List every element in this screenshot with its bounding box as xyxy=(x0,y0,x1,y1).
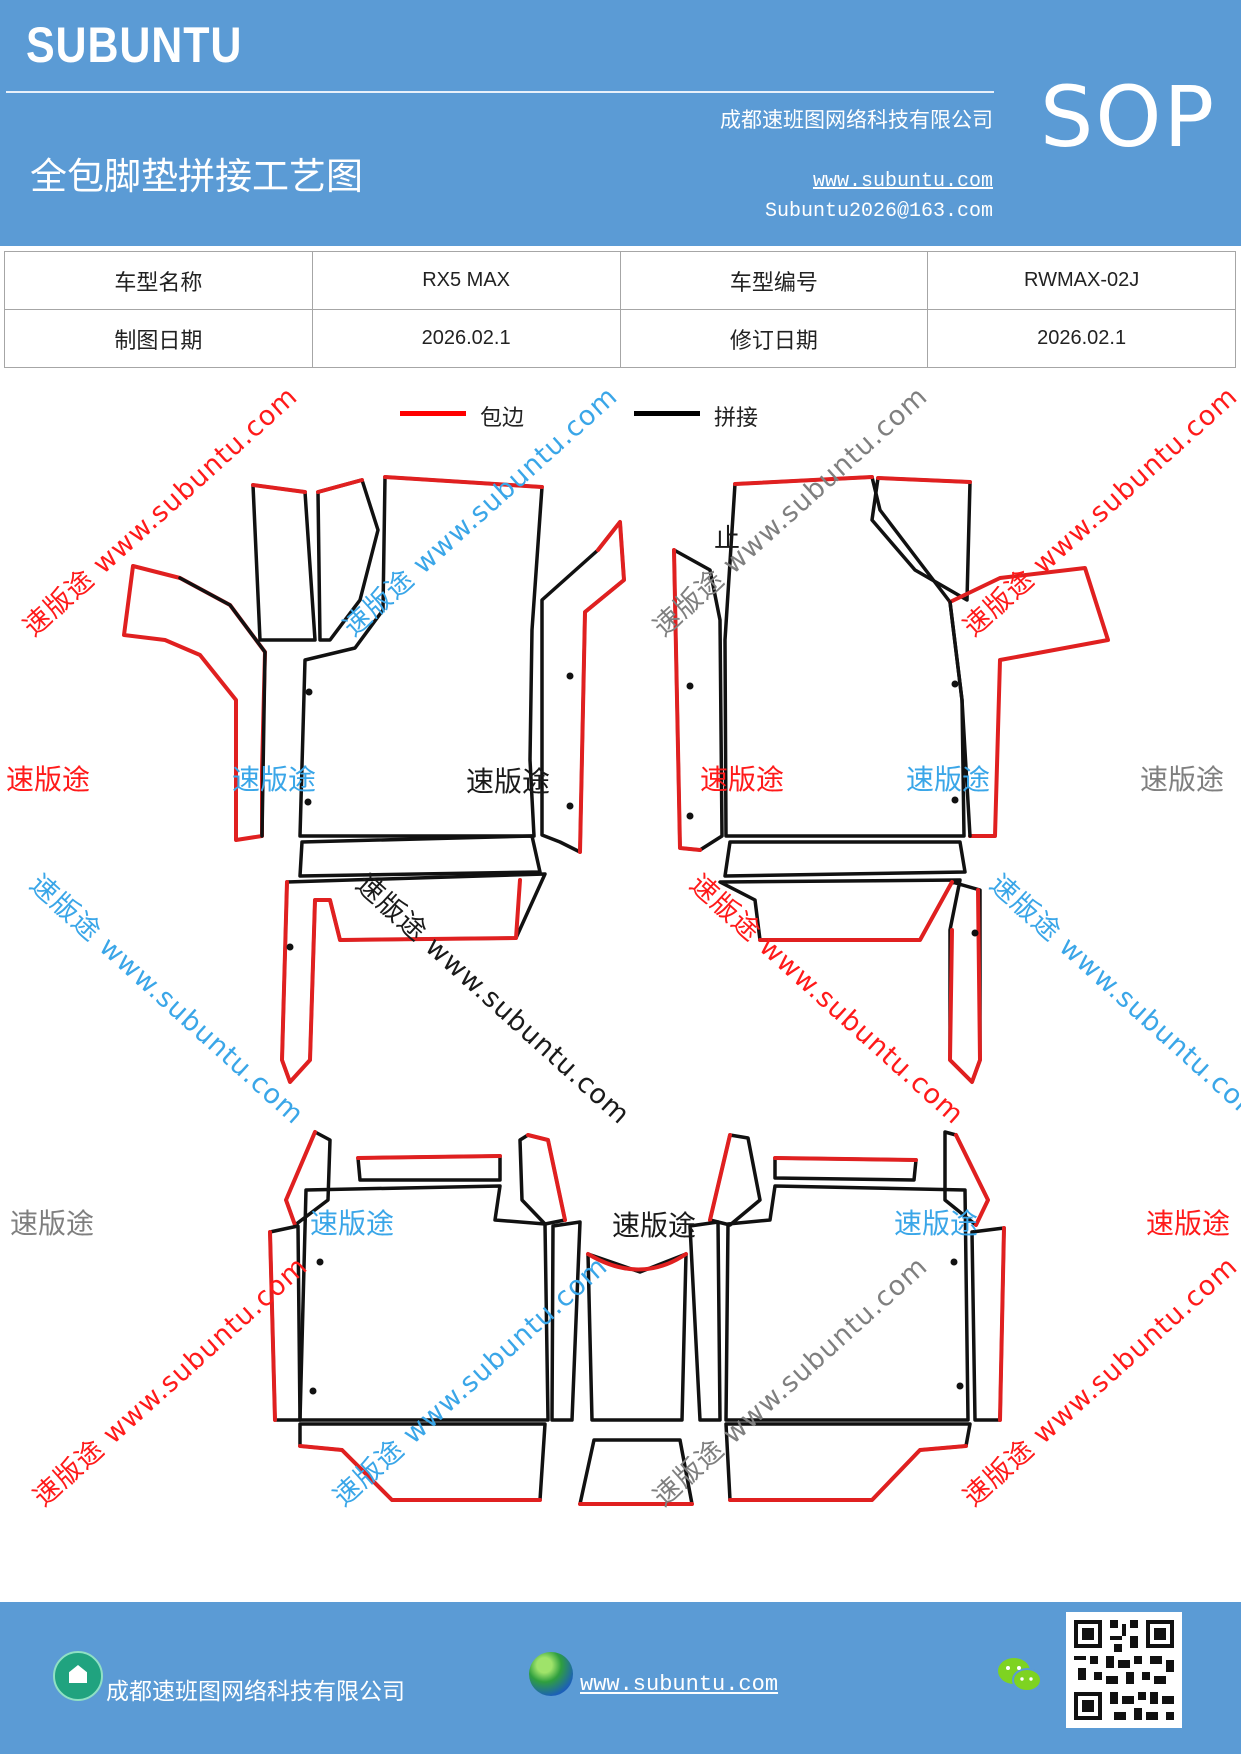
model-code-label: 车型编号 xyxy=(619,251,929,310)
header-company-name: 成都速班图网络科技有限公司 xyxy=(720,108,993,132)
legend-join-swatch xyxy=(634,411,700,416)
model-code-value: RWMAX-02J xyxy=(927,251,1236,310)
legend-edge-swatch xyxy=(400,411,466,416)
brand-logo: SUBUNTU xyxy=(26,17,243,73)
watermark-text: 速版途 xyxy=(6,763,91,796)
center-hump-mat xyxy=(578,1252,694,1506)
rear-right-mat xyxy=(688,1130,1006,1502)
plan-annotation: 止 xyxy=(714,524,741,554)
revision-date-value: 2026.02.1 xyxy=(927,309,1236,368)
header-email: Subuntu2026@163.com xyxy=(764,200,993,223)
header-banner: SUBUNTU SOP 全包脚垫拼接工艺图 成都速班图网络科技有限公司 www.… xyxy=(0,0,1241,246)
model-info-table: 车型名称 RX5 MAX 车型编号 RWMAX-02J 制图日期 2026.02… xyxy=(4,251,1236,368)
driver-front-mat xyxy=(122,475,626,1084)
footer-website-link[interactable]: www.subuntu.com xyxy=(580,1672,779,1697)
table-row: 制图日期 2026.02.1 修订日期 2026.02.1 xyxy=(4,309,1236,368)
rear-left-mat xyxy=(268,1130,582,1502)
home-icon xyxy=(53,1651,103,1701)
header-divider xyxy=(6,91,994,93)
header-website-link[interactable]: www.subuntu.com xyxy=(812,170,993,193)
globe-icon xyxy=(529,1652,573,1696)
legend-edge-label: 包边 xyxy=(480,406,525,431)
watermark-text: 速版途 xyxy=(1140,763,1225,796)
passenger-front-mat xyxy=(672,475,1110,1084)
watermark-text: 速版途 xyxy=(612,1209,697,1242)
sop-badge: SOP xyxy=(1040,68,1217,166)
floor-mat-pattern-drawing xyxy=(122,475,1110,1506)
revision-date-label: 修订日期 xyxy=(619,309,929,368)
watermark-text: 速版途 xyxy=(894,1207,979,1240)
wechat-icon xyxy=(998,1658,1042,1692)
model-name-value: RX5 MAX xyxy=(311,251,621,310)
legend-join-label: 拼接 xyxy=(714,406,759,431)
document-title: 全包脚垫拼接工艺图 xyxy=(30,155,363,198)
qr-code-icon xyxy=(1066,1612,1182,1728)
watermark-text: 速版途 xyxy=(232,763,317,796)
watermark-text: 速版途 xyxy=(1146,1207,1231,1240)
table-row: 车型名称 RX5 MAX 车型编号 RWMAX-02J xyxy=(4,251,1236,310)
watermark-text: 速版途 xyxy=(906,763,991,796)
watermark-text: 速版途 xyxy=(10,1207,95,1240)
footer-company-name: 成都速班图网络科技有限公司 xyxy=(106,1679,405,1705)
watermark-text: 速版途 xyxy=(700,763,785,796)
draw-date-label: 制图日期 xyxy=(4,309,313,368)
watermark-text: 速版途 xyxy=(466,765,551,798)
draw-date-value: 2026.02.1 xyxy=(311,309,621,368)
model-name-label: 车型名称 xyxy=(4,251,313,310)
watermark-text: 速版途 xyxy=(310,1207,395,1240)
